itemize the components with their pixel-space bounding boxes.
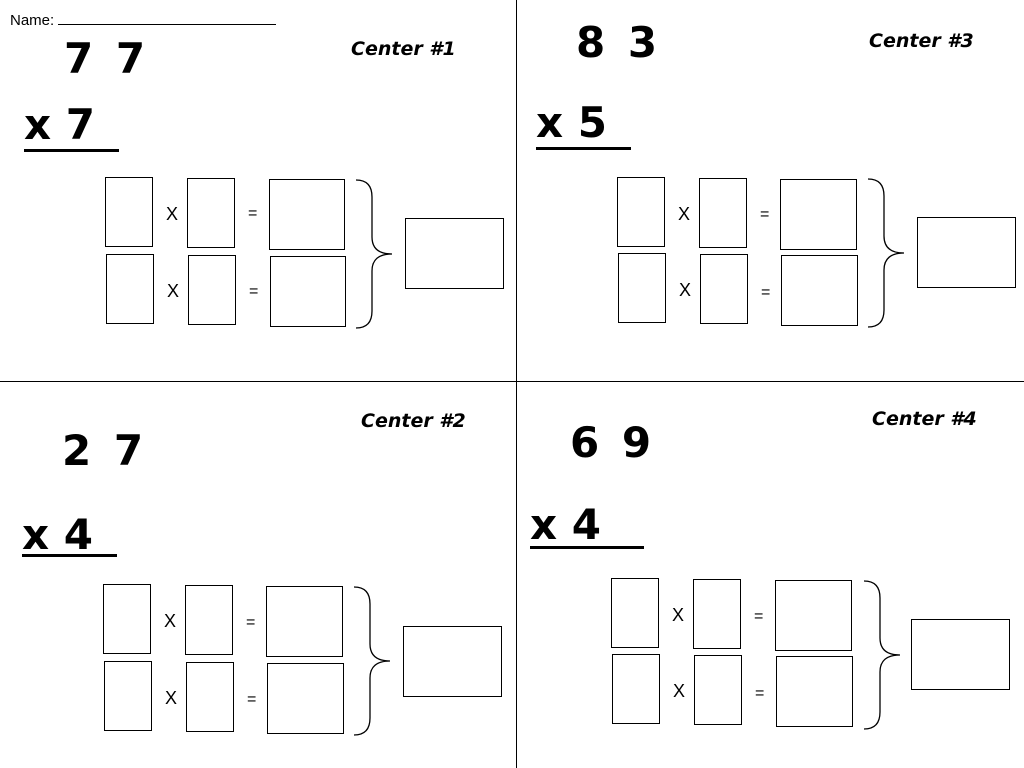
curly-brace-icon xyxy=(863,580,901,730)
problem-center-4: Center #4 6 9 x 4 X = X = xyxy=(512,382,1024,762)
curly-brace-icon xyxy=(867,178,905,328)
answer-box[interactable] xyxy=(700,254,748,324)
answer-box[interactable] xyxy=(185,585,233,655)
center-title: Center #4 xyxy=(872,408,977,430)
answer-box[interactable] xyxy=(103,584,151,654)
problem-underline xyxy=(24,149,119,152)
answer-box[interactable] xyxy=(270,256,346,327)
final-answer-box[interactable] xyxy=(405,218,504,289)
times-sign: X xyxy=(678,204,691,224)
curly-brace-icon xyxy=(353,586,391,736)
equals-sign: = xyxy=(247,691,257,708)
problem-center-2: Center #2 2 7 x 4 X = X = xyxy=(0,382,512,762)
problem-center-1: Center #1 7 7 x 7 X = X = xyxy=(0,0,512,380)
final-answer-box[interactable] xyxy=(917,217,1016,288)
multiplicand: 7 7 xyxy=(64,34,150,83)
answer-box[interactable] xyxy=(775,580,852,651)
name-label: Name: xyxy=(10,12,55,29)
times-sign: X xyxy=(165,688,178,708)
final-answer-box[interactable] xyxy=(911,619,1010,690)
answer-box[interactable] xyxy=(612,654,660,724)
problem-underline xyxy=(22,554,117,557)
equals-sign: = xyxy=(246,614,256,631)
problem-center-3: Center #3 8 3 x 5 X = X = xyxy=(512,0,1024,380)
name-field: Name: xyxy=(10,10,277,29)
problem-underline xyxy=(536,147,631,150)
answer-box[interactable] xyxy=(776,656,853,727)
center-title: Center #3 xyxy=(869,30,974,52)
answer-box[interactable] xyxy=(104,661,152,731)
answer-box[interactable] xyxy=(617,177,665,247)
answer-box[interactable] xyxy=(106,254,154,324)
multiplier-line: x 4 xyxy=(530,500,601,549)
answer-box[interactable] xyxy=(266,586,343,657)
center-title: Center #2 xyxy=(361,410,466,432)
answer-box[interactable] xyxy=(694,655,742,725)
vertical-divider xyxy=(516,0,517,768)
answer-box[interactable] xyxy=(269,179,345,250)
center-title: Center #1 xyxy=(351,38,456,60)
answer-box[interactable] xyxy=(267,663,344,734)
answer-box[interactable] xyxy=(618,253,666,323)
multiplicand: 8 3 xyxy=(576,18,662,67)
equals-sign: = xyxy=(754,608,764,625)
answer-box[interactable] xyxy=(693,579,741,649)
times-sign: X xyxy=(166,204,179,224)
answer-box[interactable] xyxy=(699,178,747,248)
times-sign: X xyxy=(679,280,692,300)
multiplier-line: x 5 xyxy=(536,98,607,147)
equals-sign: = xyxy=(761,284,771,301)
times-sign: X xyxy=(167,281,180,301)
equals-sign: = xyxy=(249,283,259,300)
equals-sign: = xyxy=(248,205,258,222)
times-sign: X xyxy=(672,605,685,625)
times-sign: X xyxy=(164,611,177,631)
multiplicand: 2 7 xyxy=(62,426,148,475)
horizontal-divider xyxy=(0,381,1024,382)
equals-sign: = xyxy=(760,206,770,223)
times-sign: X xyxy=(673,681,686,701)
answer-box[interactable] xyxy=(188,255,236,325)
answer-box[interactable] xyxy=(780,179,857,250)
answer-box[interactable] xyxy=(187,178,235,248)
answer-box[interactable] xyxy=(105,177,153,247)
final-answer-box[interactable] xyxy=(403,626,502,697)
multiplier-line: x 7 xyxy=(24,100,95,149)
multiplier-line: x 4 xyxy=(22,510,93,559)
equals-sign: = xyxy=(755,685,765,702)
multiplicand: 6 9 xyxy=(570,418,656,467)
curly-brace-icon xyxy=(355,179,393,329)
problem-underline xyxy=(530,546,644,549)
name-blank-line[interactable] xyxy=(58,10,277,25)
answer-box[interactable] xyxy=(611,578,659,648)
answer-box[interactable] xyxy=(781,255,858,326)
answer-box[interactable] xyxy=(186,662,234,732)
